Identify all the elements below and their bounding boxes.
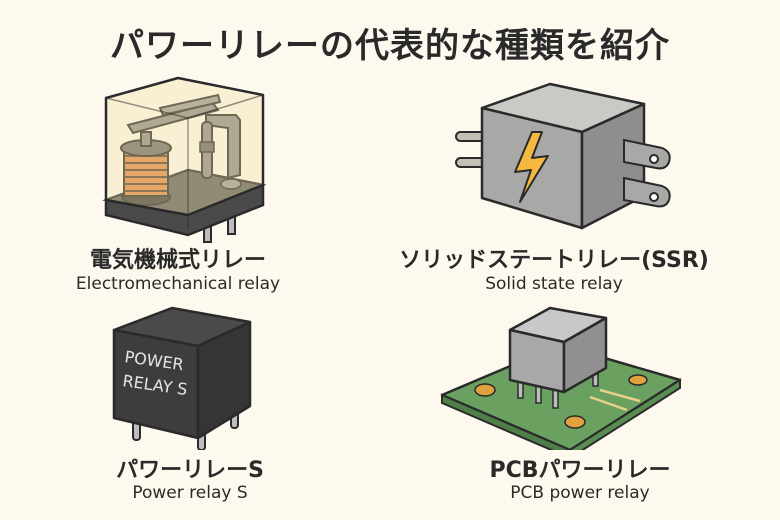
relay-name-jp: PCBパワーリレー [489,458,671,483]
relay-card-power-relay-s: POWER RELAY S パワーリレーS Power relay S [0,300,390,520]
relay-card-electromechanical: 電気機械式リレー Electromechanical relay [0,0,390,300]
page-title: パワーリレーの代表的な種類を紹介 [110,26,670,66]
relay-card-solid-state: ソリッドステートリレー(SSR) Solid state relay [390,0,780,300]
power-relay-s-icon: POWER RELAY S [112,306,252,450]
solid-state-relay-icon [455,82,671,230]
relay-name-jp: パワーリレーS [116,458,264,483]
relay-name-en: PCB power relay [510,483,650,503]
relay-name-en: Power relay S [132,483,248,503]
relay-name-en: Solid state relay [485,274,623,294]
relay-name-jp: ソリッドステートリレー(SSR) [399,248,709,273]
relay-name-en: Electromechanical relay [75,274,281,294]
electromechanical-relay-icon [102,76,267,243]
relay-card-pcb-power-relay: PCBパワーリレー PCB power relay [390,300,780,520]
relay-name-jp: 電気機械式リレー [89,248,266,273]
pcb-power-relay-icon [440,306,682,450]
